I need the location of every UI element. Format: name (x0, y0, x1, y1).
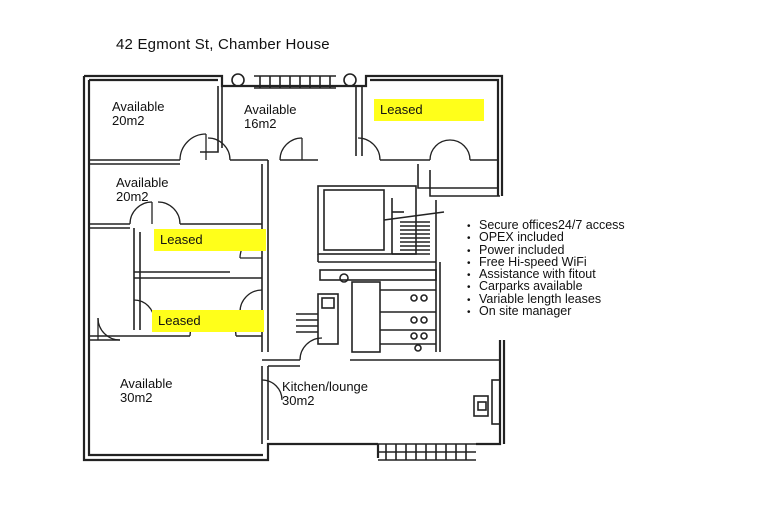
room-7-label: Available 30m2 (120, 377, 173, 405)
room-1-label: Available 20m2 (112, 100, 165, 128)
room-7-status: Available (120, 376, 173, 391)
feature-item: On site manager (467, 305, 625, 318)
room-2-size: 16m2 (244, 116, 277, 131)
room-4-status: Available (116, 175, 169, 190)
kitchen-size: 30m2 (282, 393, 315, 408)
feature-item: Power included (467, 243, 625, 257)
room-5-leased-badge: Leased (154, 229, 266, 251)
kitchen-fixtures (473, 379, 501, 425)
kitchen-label: Kitchen/lounge 30m2 (282, 380, 368, 408)
room-3-leased-badge: Leased (374, 99, 484, 121)
room-4-label: Available 20m2 (116, 176, 169, 204)
feature-item: Free Hi-speed WiFi (467, 255, 625, 269)
bathrooms (296, 262, 441, 353)
entry-steps (378, 443, 476, 461)
feature-item: Carparks available (467, 280, 625, 293)
top-window-circles (231, 73, 357, 89)
room-7-size: 30m2 (120, 390, 153, 405)
features-list: Secure offices24/7 access OPEX included … (467, 219, 625, 318)
feature-item: Assistance with fitout (467, 268, 625, 281)
room-2-status: Available (244, 102, 297, 117)
room-4-size: 20m2 (116, 189, 149, 204)
room-1-status: Available (112, 99, 165, 114)
room-2-label: Available 16m2 (244, 103, 297, 131)
internal-walls (89, 86, 500, 444)
feature-item: OPEX included (467, 231, 625, 244)
room-1-size: 20m2 (112, 113, 145, 128)
feature-item: Variable length leases (467, 292, 625, 306)
outer-walls (82, 74, 506, 462)
kitchen-name: Kitchen/lounge (282, 379, 369, 394)
plan-title: 42 Egmont St, Chamber House (116, 36, 330, 53)
room-6-leased-badge: Leased (152, 310, 264, 332)
stairwell (317, 185, 445, 263)
feature-item: Secure offices24/7 access (467, 219, 625, 232)
